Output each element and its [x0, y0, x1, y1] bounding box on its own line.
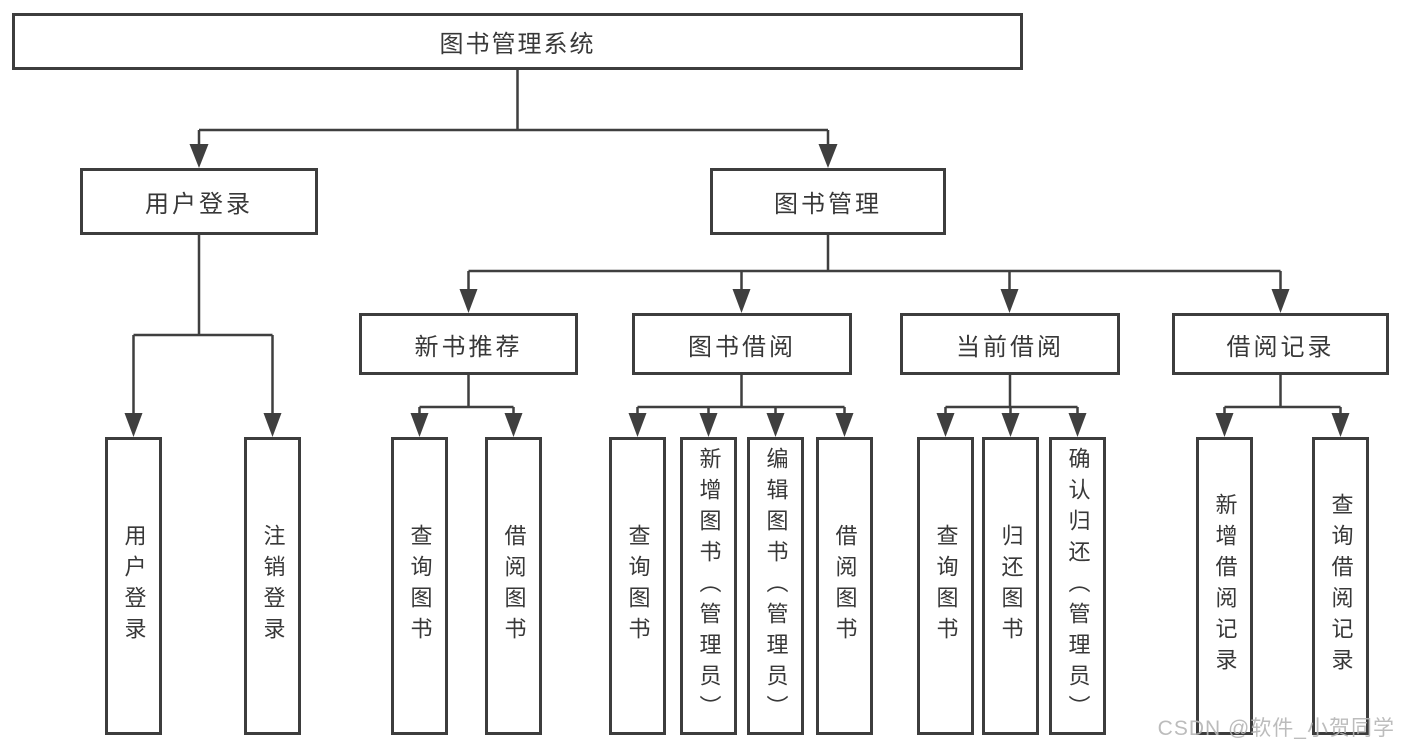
arrowhead [699, 413, 718, 437]
leaf-newbook-query-label: 查询图书 [407, 524, 433, 648]
node-new-book-rec: 新书推荐 [359, 313, 578, 375]
leaf-borrowing-borrow: 借阅图书 [816, 437, 873, 735]
leaf-current-query: 查询图书 [917, 437, 974, 735]
node-borrow-records-label: 借阅记录 [1226, 333, 1335, 361]
node-root-label: 图书管理系统 [439, 31, 596, 58]
arrowhead [835, 413, 854, 437]
arrowhead [1331, 413, 1350, 437]
node-book-mgmt-label: 图书管理 [774, 191, 882, 218]
connector-current [944, 375, 1079, 415]
node-new-book-rec-label: 新书推荐 [414, 333, 523, 361]
node-current-borrow-label: 当前借阅 [956, 333, 1064, 361]
leaf-current-query-label: 查询图书 [933, 524, 959, 648]
arrowhead [628, 413, 647, 437]
arrowhead [124, 413, 143, 437]
leaf-records-add-label: 新增借阅记录 [1212, 493, 1238, 679]
arrowhead [818, 144, 838, 168]
leaf-borrowing-edit: 编辑图书（管理员） [747, 437, 804, 735]
arrowhead [1271, 289, 1290, 313]
leaf-newbook-borrow-label: 借阅图书 [501, 524, 527, 648]
arrowhead [1215, 413, 1234, 437]
leaf-logout-label: 注销登录 [260, 524, 286, 648]
leaf-borrowing-edit-label: 编辑图书（管理员） [763, 446, 789, 726]
leaf-borrowing-add-label: 新增图书（管理员） [696, 446, 722, 726]
leaf-newbook-query: 查询图书 [391, 437, 448, 735]
arrowhead [1001, 413, 1020, 437]
csdn-watermark: CSDN @软件_小贺同学 [1157, 717, 1395, 740]
leaf-borrowing-query: 查询图书 [609, 437, 666, 735]
arrowhead [1000, 289, 1019, 313]
arrowhead [459, 289, 478, 313]
connector-borrowing [636, 375, 846, 415]
node-book-mgmt: 图书管理 [710, 168, 946, 235]
node-book-borrowing: 图书借阅 [632, 313, 852, 375]
arrowhead [189, 144, 209, 168]
arrowhead [263, 413, 282, 437]
leaf-current-confirm: 确认归还（管理员） [1049, 437, 1106, 735]
node-user-login-label: 用户登录 [145, 191, 253, 218]
leaf-newbook-borrow: 借阅图书 [485, 437, 542, 735]
connector-book-mgmt [467, 235, 1282, 291]
arrowhead [504, 413, 523, 437]
connector-new-book [418, 375, 515, 415]
leaf-user-login-label: 用户登录 [121, 524, 147, 648]
arrowhead [732, 289, 751, 313]
node-root: 图书管理系统 [12, 13, 1023, 70]
leaf-records-query-label: 查询借阅记录 [1328, 493, 1354, 679]
leaf-borrowing-add: 新增图书（管理员） [680, 437, 737, 735]
connector-records [1223, 375, 1342, 415]
arrowhead [936, 413, 955, 437]
leaf-records-query: 查询借阅记录 [1312, 437, 1369, 735]
arrowhead [1068, 413, 1087, 437]
leaf-logout: 注销登录 [244, 437, 301, 735]
leaf-current-return: 归还图书 [982, 437, 1039, 735]
leaf-borrowing-borrow-label: 借阅图书 [832, 524, 858, 648]
arrowhead [766, 413, 785, 437]
node-borrow-records: 借阅记录 [1172, 313, 1389, 375]
leaf-borrowing-query-label: 查询图书 [625, 524, 651, 648]
connector-user-login [132, 235, 274, 415]
leaf-user-login: 用户登录 [105, 437, 162, 735]
node-user-login: 用户登录 [80, 168, 318, 235]
leaf-current-confirm-label: 确认归还（管理员） [1065, 446, 1091, 726]
arrowhead [410, 413, 429, 437]
node-current-borrow: 当前借阅 [900, 313, 1120, 375]
leaf-records-add: 新增借阅记录 [1196, 437, 1253, 735]
leaf-current-return-label: 归还图书 [998, 524, 1024, 648]
node-book-borrowing-label: 图书借阅 [688, 333, 796, 361]
connector-root [197, 70, 830, 146]
